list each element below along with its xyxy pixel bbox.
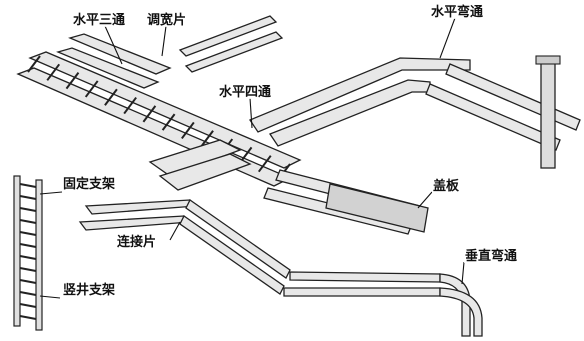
width-adjust-ladder [178,15,284,73]
vertical-post [535,55,561,169]
label-horizontal-tee: 水平三通 [72,13,127,28]
leader-horizontal-cross [249,97,253,129]
leader-connecting-plate [169,221,181,241]
leader-fixed-bracket [39,191,63,195]
vertical-shaft-ladder [13,175,43,331]
elbow-branch-ladder [249,57,581,151]
label-shaft-bracket: 竖井支架 [62,283,117,298]
covered-ladder [263,169,429,235]
leader-shaft-bracket [39,295,61,299]
tray-rung [84,80,99,98]
label-vertical-elbow: 垂直弯通 [464,249,519,264]
shaft-rung [19,195,37,200]
tray-rung [46,63,61,81]
shaft-rung [19,303,37,308]
shaft-rung [19,279,37,284]
shaft-rung [19,255,37,260]
shaft-rung [19,315,37,320]
shaft-rung [19,231,37,236]
leader-horizontal-elbow [439,17,456,59]
shaft-rung [19,243,37,248]
tray-rung [161,113,176,131]
label-horizontal-elbow: 水平弯通 [430,5,485,20]
leader-vertical-elbow [461,261,465,285]
shaft-rung [19,183,37,188]
leader-horizontal-tee [104,25,123,65]
tray-rung [104,88,118,106]
tray-rung [257,155,272,173]
label-horizontal-cross: 水平四通 [218,85,273,100]
shaft-rung [19,219,37,224]
shaft-rung [19,207,37,212]
label-width-adjust-plate: 调宽片 [146,13,188,28]
tray-rung [200,130,214,148]
leader-width-adjust [161,25,167,57]
tray-rung [123,96,137,115]
tray-rung [65,72,80,90]
shaft-rung [19,291,37,296]
cross-lower-branch [148,139,252,191]
shaft-rung [19,267,37,272]
tray-rung [27,55,41,73]
tray-rung [142,105,157,123]
tee-branch-ladder [56,33,172,89]
tray-rung [181,121,195,140]
sloped-ladder [78,199,483,337]
label-fixed-bracket: 固定支架 [62,177,117,192]
label-connecting-plate: 连接片 [116,235,158,250]
leader-cover-plate [417,191,433,209]
label-cover-plate: 盖板 [432,179,461,194]
